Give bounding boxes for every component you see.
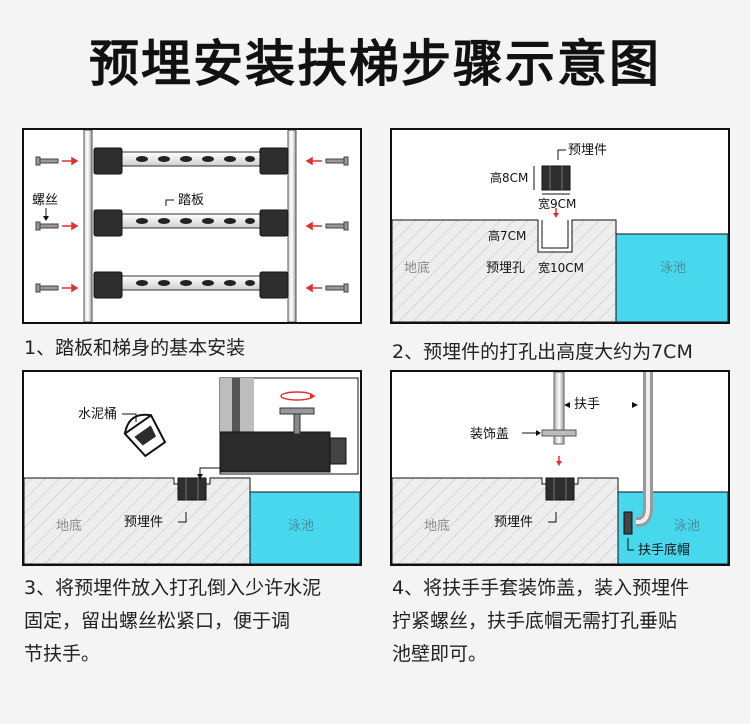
- step1-diagram: 螺丝 踏板: [22, 128, 362, 324]
- handrail-label: 扶手: [574, 397, 600, 412]
- cement-bucket: [123, 413, 167, 458]
- ground-label: 地底: [424, 518, 450, 534]
- step2-caption: 2、预埋件的打孔出高度大约为7CM: [392, 341, 693, 363]
- pool-label: 泳池: [660, 261, 686, 276]
- width9-label: 宽9CM: [538, 196, 576, 211]
- cement-fix-illustration: 水泥桶 预埋件 地底 泳池: [24, 377, 360, 564]
- pool-water: [249, 491, 360, 564]
- handrail-pipe: [553, 372, 565, 431]
- embed-label: 预埋件: [568, 143, 607, 158]
- step4-caption-line: 拧紧螺丝，扶手底帽无需打孔垂贴: [392, 610, 678, 632]
- decor-cover: [541, 429, 577, 437]
- step3-diagram: 水泥桶 预埋件 地底 泳池: [22, 370, 362, 566]
- pool-label: 泳池: [674, 519, 700, 534]
- embed-label: 预埋件: [124, 515, 163, 530]
- step4-caption: 4、将扶手手套装饰盖，装入预埋件 拧紧螺丝，扶手底帽无需打孔垂贴 池壁即可。: [392, 572, 689, 671]
- height8-label: 高8CM: [490, 170, 528, 185]
- embed-label: 预埋件: [494, 515, 533, 530]
- tread-2: [93, 209, 289, 237]
- cap-label: 扶手底帽: [638, 542, 690, 558]
- height7-label: 高7CM: [488, 228, 526, 243]
- screws-right: [325, 156, 349, 293]
- tread-1: [93, 147, 289, 175]
- step3-caption-line: 固定，留出螺丝松紧口，便于调: [24, 610, 291, 632]
- step4-caption-line: 池壁即可。: [392, 643, 488, 665]
- handrail-install-illustration: 扶手 装饰盖 预埋件 地底 泳池 扶手底帽: [392, 372, 728, 564]
- pool-water: [617, 491, 728, 564]
- step3-caption-line: 节扶手。: [24, 643, 101, 665]
- left-rail: [83, 130, 93, 322]
- step4-caption-line: 4、将扶手手套装饰盖，装入预埋件: [392, 577, 690, 599]
- right-rail: [287, 130, 297, 322]
- width10-label: 宽10CM: [538, 260, 584, 275]
- ground-label: 地底: [404, 260, 430, 276]
- step4-diagram: 扶手 装饰盖 预埋件 地底 泳池 扶手底帽: [390, 370, 730, 566]
- embed-hole-illustration: 预埋件 高8CM 宽9CM 高7CM 预埋孔 宽10CM 地底 泳池: [392, 143, 728, 322]
- step2-diagram: 预埋件 高8CM 宽9CM 高7CM 预埋孔 宽10CM 地底 泳池: [390, 128, 730, 324]
- bucket-label: 水泥桶: [78, 407, 117, 422]
- ground-label: 地底: [56, 518, 82, 534]
- pool-water: [615, 233, 728, 322]
- step3-caption-line: 3、将预埋件放入打孔倒入少许水泥: [24, 577, 322, 599]
- embed-part: [545, 477, 575, 501]
- tread-label: 踏板: [178, 193, 204, 208]
- ladder-assembly-illustration: 螺丝 踏板: [32, 130, 349, 322]
- red-arrows: [62, 156, 322, 293]
- embed-part: [541, 165, 571, 191]
- screw-label: 螺丝: [32, 193, 58, 208]
- cover-label: 装饰盖: [470, 427, 509, 442]
- embed-part: [177, 477, 207, 501]
- step1-caption: 1、踏板和梯身的基本安装: [24, 337, 246, 359]
- tread-3: [93, 271, 289, 299]
- pool-label: 泳池: [288, 519, 314, 534]
- page-title: 预埋安装扶梯步骤示意图: [89, 35, 661, 93]
- handrail-cap: [623, 511, 633, 535]
- screws-left: [35, 156, 59, 293]
- step3-caption: 3、将预埋件放入打孔倒入少许水泥 固定，留出螺丝松紧口，便于调 节扶手。: [24, 572, 321, 671]
- hole-label: 预埋孔: [486, 261, 525, 276]
